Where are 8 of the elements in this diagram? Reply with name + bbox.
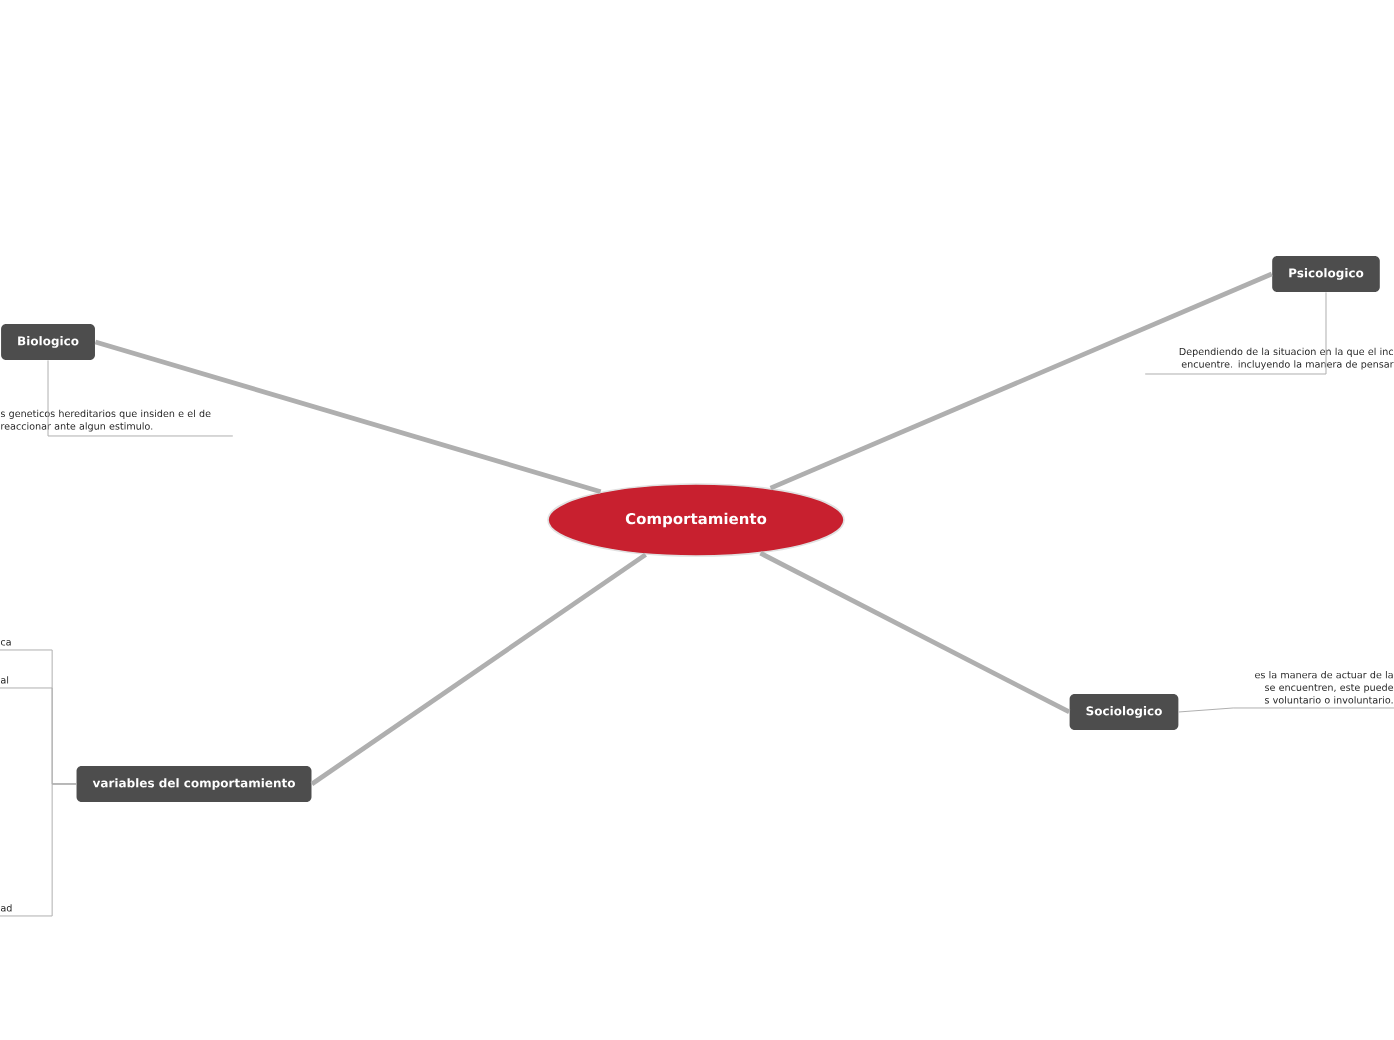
connector-line [769,271,1273,491]
connector-line [94,339,602,495]
connector-line [47,359,234,437]
connector-line [0,783,77,917]
connector-line [310,552,647,786]
connector-line [1144,291,1327,375]
connector-line [1178,707,1394,713]
connector-line [759,551,1071,715]
